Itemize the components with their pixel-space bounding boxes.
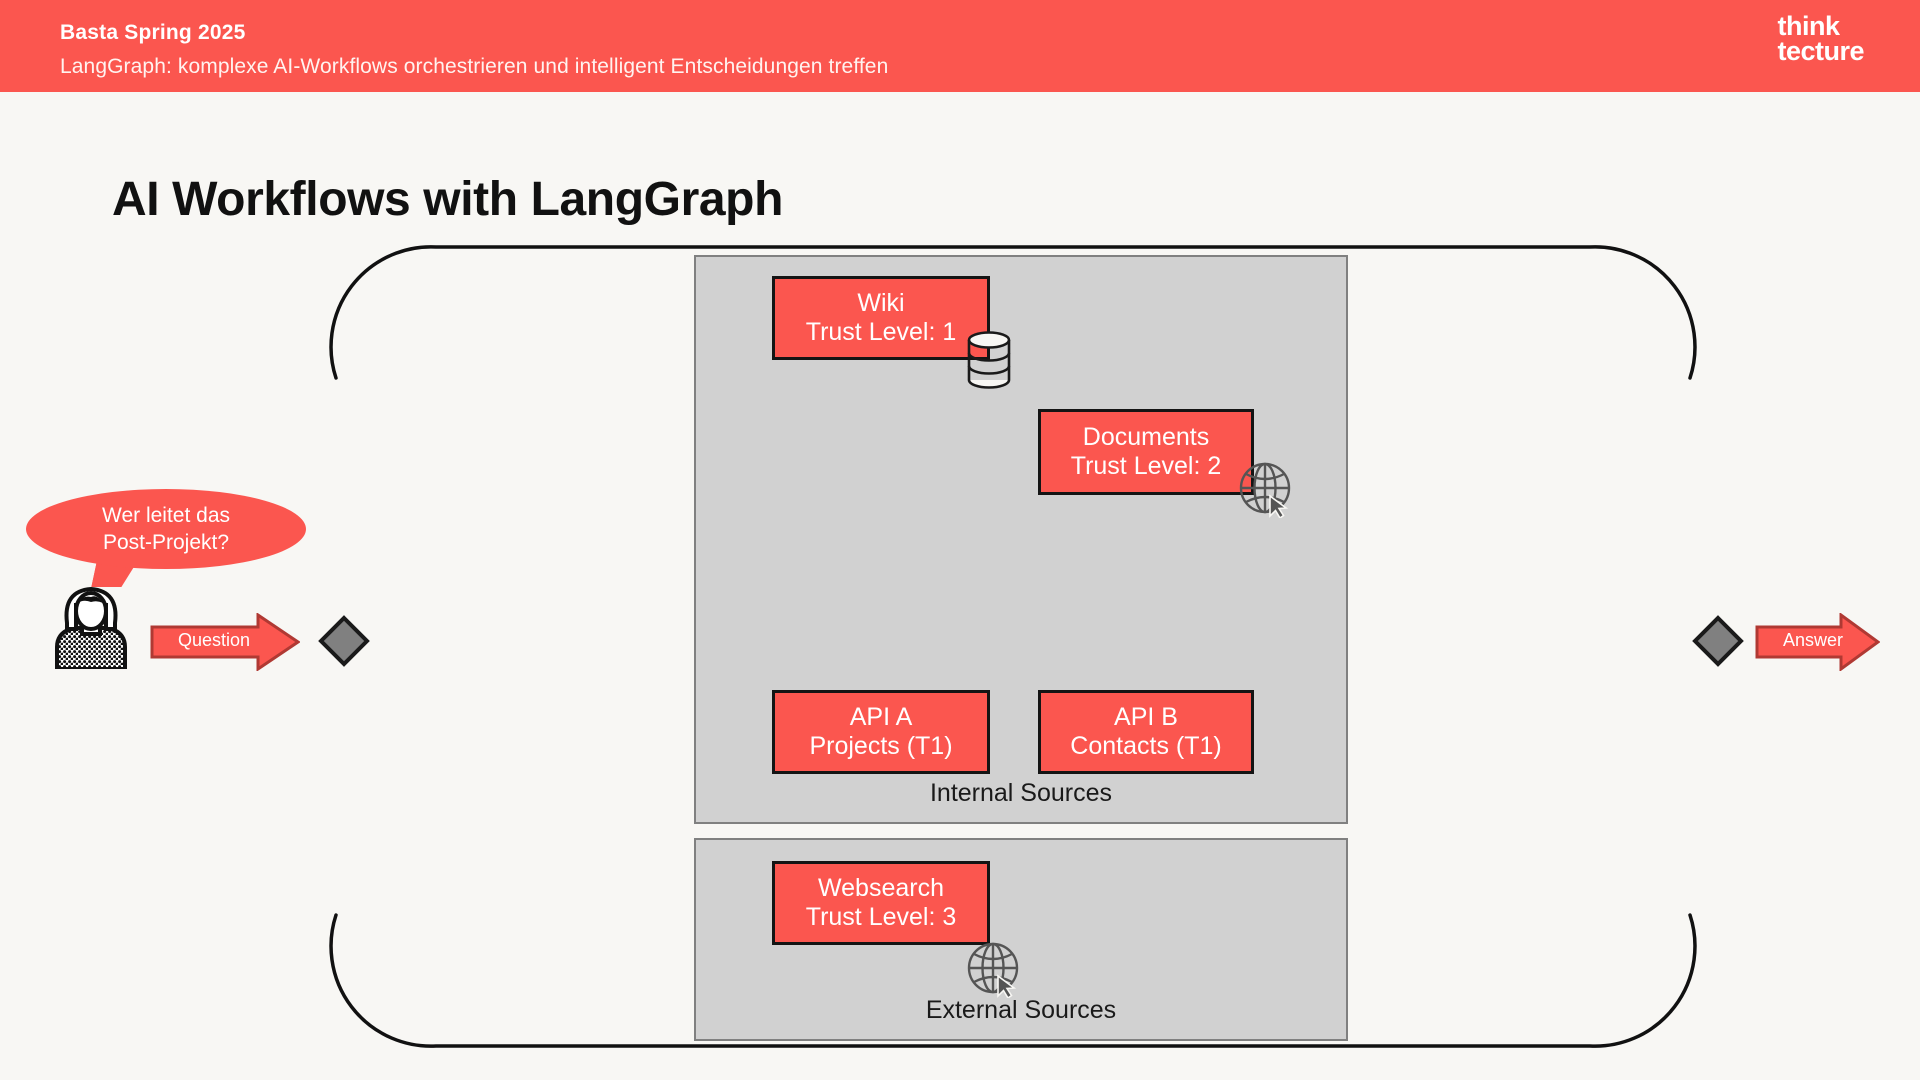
external-sources-label: External Sources — [925, 996, 1117, 1024]
node-api-a[interactable]: API A Projects (T1) — [772, 690, 990, 774]
node-websearch-subtitle: Trust Level: 3 — [805, 903, 957, 931]
node-websearch-title: Websearch — [818, 874, 944, 902]
node-api-b-title: API B — [1114, 703, 1178, 731]
globe-cursor-icon — [967, 942, 1019, 998]
thinktecture-logo: think tecture — [1777, 11, 1864, 66]
speech-bubble-text: Wer leitet das Post-Projekt? — [102, 504, 230, 554]
person-icon — [55, 586, 127, 669]
node-wiki-subtitle: Trust Level: 1 — [805, 318, 957, 346]
header-event-title: Basta Spring 2025 — [60, 21, 246, 44]
question-arrow — [150, 613, 300, 671]
node-api-b[interactable]: API B Contacts (T1) — [1038, 690, 1254, 774]
node-api-b-subtitle: Contacts (T1) — [1070, 732, 1222, 760]
diamond-node-left[interactable] — [318, 615, 370, 667]
node-wiki[interactable]: Wiki Trust Level: 1 — [772, 276, 990, 360]
answer-arrow-label: Answer — [1783, 630, 1844, 650]
node-api-a-title: API A — [849, 703, 913, 731]
question-arrow-label: Question — [178, 630, 251, 650]
node-websearch[interactable]: Websearch Trust Level: 3 — [772, 861, 990, 945]
header-subtitle: LangGraph: komplexe AI-Workflows orchest… — [60, 55, 889, 78]
node-api-a-subtitle: Projects (T1) — [809, 732, 953, 760]
globe-cursor-icon — [1239, 462, 1291, 518]
header-bar: Basta Spring 2025 LangGraph: komplexe AI… — [0, 0, 1920, 92]
node-documents-subtitle: Trust Level: 2 — [1070, 452, 1222, 480]
logo-line-2: tecture — [1777, 35, 1864, 66]
node-documents-title: Documents — [1082, 423, 1210, 451]
database-icon — [967, 331, 1011, 389]
diamond-node-right[interactable] — [1692, 615, 1744, 667]
node-documents[interactable]: Documents Trust Level: 2 — [1038, 409, 1254, 495]
speech-bubble: Wer leitet das Post-Projekt? — [26, 489, 306, 569]
logo-line-1: think — [1777, 11, 1840, 41]
slide-title: AI Workflows with LangGraph — [112, 173, 783, 226]
answer-arrow — [1755, 613, 1880, 671]
node-wiki-title: Wiki — [857, 289, 905, 317]
internal-sources-label: Internal Sources — [929, 779, 1113, 807]
